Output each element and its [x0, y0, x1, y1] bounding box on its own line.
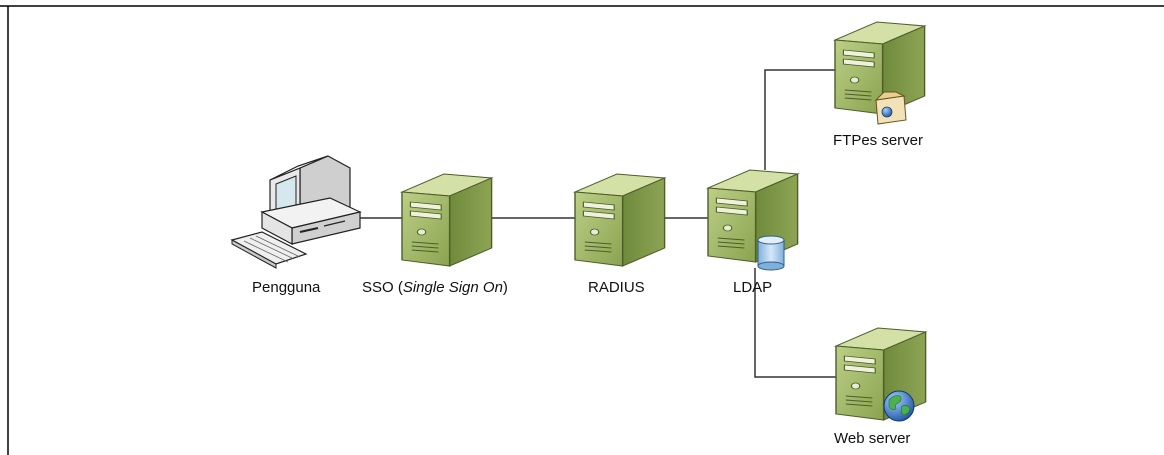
node-web: Web server [834, 327, 927, 447]
globe-icon [883, 390, 915, 422]
label-sso: SSO (Single Sign On) [362, 279, 508, 296]
link-ldap-web [754, 268, 836, 378]
label-pengguna: Pengguna [252, 279, 321, 296]
ftp-folder-icon [874, 91, 907, 125]
label-sso-suffix: ) [503, 279, 508, 296]
connections [360, 69, 836, 378]
desktop-computer-icon [230, 155, 362, 269]
label-sso-italic: Single Sign On [403, 279, 503, 296]
label-ftpes: FTPes server [833, 132, 923, 149]
node-pengguna: Pengguna [230, 155, 362, 296]
server-tower-icon [574, 173, 666, 267]
label-web: Web server [834, 430, 910, 447]
node-ftpes: FTPes server [833, 21, 926, 149]
database-icon [757, 235, 785, 271]
node-ldap: LDAP [707, 169, 799, 296]
label-ldap: LDAP [733, 279, 772, 296]
server-tower-icon [401, 173, 493, 267]
node-radius: RADIUS [574, 173, 666, 296]
link-ldap-ftpes [764, 69, 835, 170]
node-sso: SSO (Single Sign On) [362, 173, 508, 296]
label-sso-prefix: SSO ( [362, 279, 403, 296]
label-radius: RADIUS [588, 279, 645, 296]
